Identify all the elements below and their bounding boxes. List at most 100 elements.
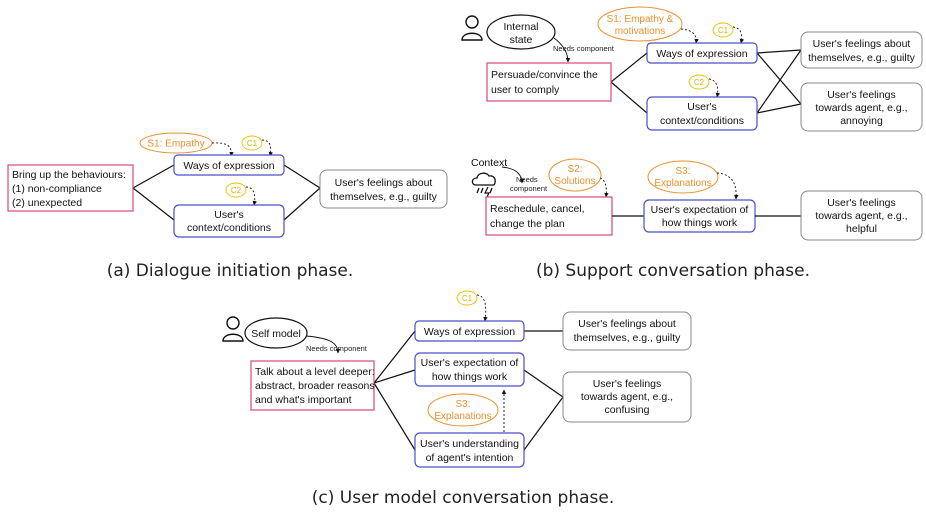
outcome-agent-b-line-3: annoying (840, 115, 883, 127)
behaviours-box (7, 164, 134, 212)
outcome-agent-b (800, 82, 923, 132)
caption-a: (a) Dialogue initiation phase. (107, 261, 354, 281)
s1-empathy-motivations-ellipse (597, 6, 683, 42)
panel-a: Bring up the behaviours: (1) non-complia… (7, 132, 448, 281)
internal-state-line-2: state (510, 34, 533, 46)
s3-c-line-2: Explanations (434, 411, 491, 422)
c1-ellipse-a (241, 135, 263, 151)
internal-state-arrow (553, 37, 571, 63)
panel-b: Internal state Needs component Persuade/… (461, 6, 923, 281)
s2-solutions-ellipse (548, 158, 602, 192)
c1-ellipse-b (712, 22, 734, 38)
self-model-label: Self model (251, 328, 301, 340)
c1-ellipse-c (456, 290, 478, 306)
behaviours-line-1: Bring up the behaviours: (12, 169, 126, 181)
s3-b-line-1: S3: (675, 166, 690, 177)
ways-box-c (414, 320, 525, 342)
c2-arrow-a (245, 186, 257, 206)
s2-line-1: S2: (567, 164, 582, 175)
outcome-helpful-line-2: towards agent, e.g., (815, 210, 907, 222)
internal-state-ellipse (486, 14, 556, 50)
ways-box-b (646, 42, 758, 64)
outcome-self-c-line-2: themselves, e.g., guilty (574, 332, 682, 344)
s1-arrow (211, 142, 234, 157)
needs-component-b2-line-2: component (510, 184, 548, 193)
s2-line-2: Solutions (554, 176, 595, 187)
person-icon-c (222, 316, 244, 342)
needs-component-b: Needs component (553, 44, 615, 53)
outcome-helpful-line-1: User's feelings (827, 197, 896, 209)
talk-line-2: abstract, broader reasons (255, 380, 375, 392)
c2-arrow-b (708, 78, 721, 98)
understanding-box-c (414, 432, 525, 468)
self-model-ellipse (244, 317, 308, 349)
reschedule-box (485, 196, 613, 236)
context-b-line-1: User's (687, 101, 716, 113)
storm-cloud-icon (471, 172, 496, 200)
ways-label-c: Ways of expression (424, 326, 515, 338)
ways-box-a (173, 154, 285, 176)
s3-b-line-2: Explanations (654, 178, 711, 189)
c2-ellipse-b (688, 74, 710, 90)
c1-label-c: C1 (462, 294, 473, 303)
ways-label-b: Ways of expression (656, 48, 747, 60)
context-box-a (173, 204, 285, 238)
outcome-self-a (319, 169, 448, 209)
ways-label-a: Ways of expression (183, 160, 274, 172)
behaviours-line-2: (1) non-compliance (12, 183, 102, 195)
edge-b-persuade-context (610, 81, 648, 114)
edge-a-start-context (132, 187, 175, 221)
edge-c-talk-understanding (373, 382, 416, 451)
outcome-self-b-line-1: User's feelings about (813, 38, 911, 50)
outcome-agent-b-line-2: towards agent, e.g., (815, 102, 907, 114)
s1-empathy-label: S1: Empathy (147, 139, 204, 150)
outcome-agent-c-line-3: confusing (605, 404, 650, 416)
expectation-box-c (414, 352, 525, 387)
c1-arrow-a (261, 139, 273, 157)
c2-label-b: C2 (694, 78, 705, 87)
outcome-helpful-b (800, 190, 923, 241)
caption-b: (b) Support conversation phase. (536, 261, 810, 281)
persuade-line-2: user to comply (491, 84, 560, 96)
edge-b-context-self (756, 49, 802, 114)
self-model-arrow (305, 335, 341, 354)
internal-state-line-1: Internal (503, 21, 538, 33)
context-b-line-2: context/conditions (660, 115, 744, 127)
expectation-b-line-2: how things work (662, 217, 738, 229)
edge-b-persuade-ways (610, 52, 648, 83)
s3-explanations-ellipse-c (427, 393, 499, 427)
s3-explanations-ellipse-b (647, 160, 719, 194)
outcome-self-a-line-2: themselves, e.g., guilty (330, 191, 438, 203)
s1-b-line-1: S1: Empathy & (607, 14, 674, 25)
outcome-self-b-line-2: themselves, e.g., guilty (808, 52, 916, 64)
context-label: Context (471, 157, 507, 169)
outcome-helpful-line-3: helpful (846, 223, 877, 235)
edge-c-expectation-agent (523, 369, 564, 398)
understanding-line-1: User's understanding (420, 438, 519, 450)
context-box-b (646, 96, 758, 131)
c1-label-b: C1 (718, 26, 729, 35)
outcome-self-c-line-1: User's feelings about (578, 318, 676, 330)
persuade-line-1: Persuade/convince the (491, 69, 598, 81)
edge-b-ways-agent (756, 52, 802, 105)
outcome-agent-b-line-1: User's feelings (827, 89, 896, 101)
caption-c: (c) User model conversation phase. (312, 488, 614, 508)
needs-component-b2-line-1: Needs (516, 175, 538, 184)
edge-a-ways-out (283, 164, 321, 189)
edge-c-talk-ways (373, 330, 416, 384)
s3-b-arrow (716, 172, 739, 200)
outcome-agent-c-line-2: towards agent, e.g., (581, 391, 673, 403)
edge-b-ways-self (756, 49, 802, 54)
edge-a-start-ways (132, 164, 175, 189)
c1-label-a: C1 (247, 139, 258, 148)
context-a-line-1: User's (214, 209, 243, 221)
s1-b-line-2: motivations (615, 26, 666, 37)
reschedule-line-1: Reschedule, cancel, (490, 203, 585, 215)
c2-label-a: C2 (231, 186, 242, 195)
edge-c-understanding-agent (523, 396, 564, 451)
outcome-self-c (562, 311, 692, 351)
edge-b-context-agent (756, 103, 802, 114)
talk-line-1: Talk about a level deeper: (255, 366, 375, 378)
talk-line-3: and what's important (255, 394, 352, 406)
